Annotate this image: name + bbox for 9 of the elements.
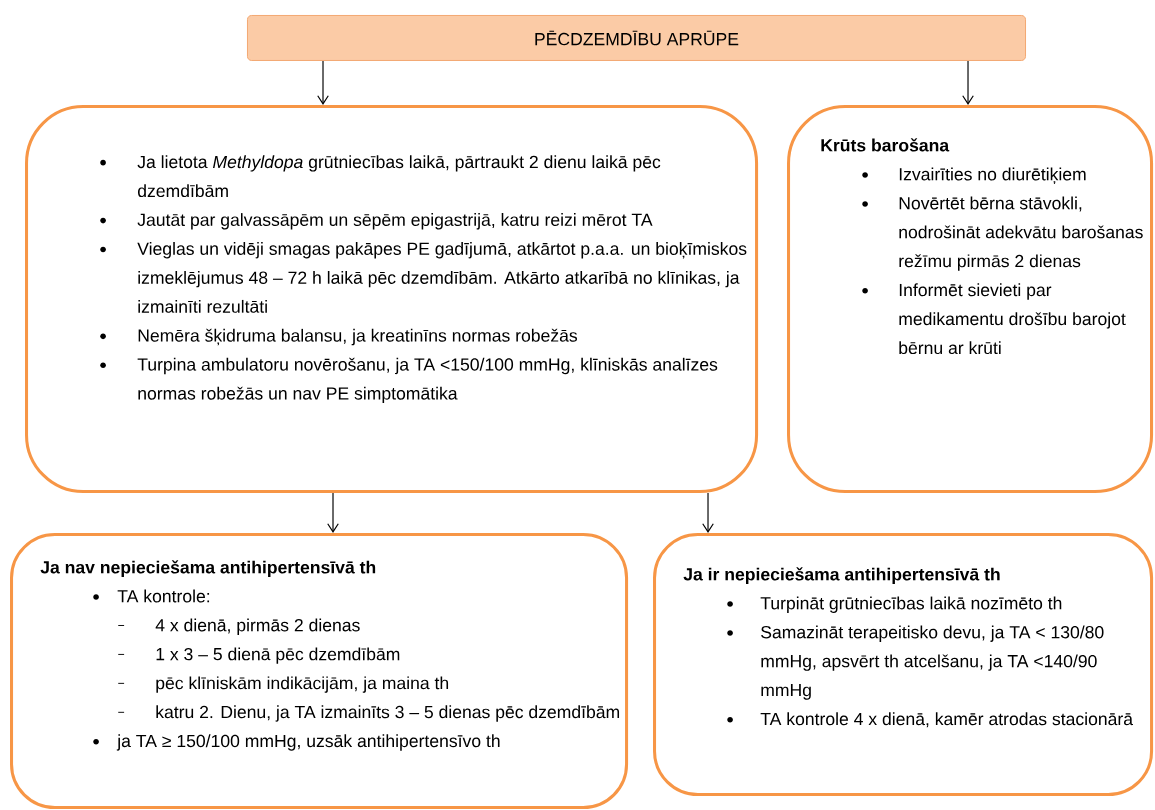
title-box: PĒCDZEMDĪBU APRŪPE	[247, 15, 1026, 61]
arrow	[317, 60, 329, 105]
arrow	[962, 60, 974, 105]
arrow	[327, 492, 339, 533]
process-box: Ja ir nepieciešama antihipertensīvā th Turpināt grūtniecības laikā nozīmēto th Samazināt terapeitisko devu, ja TA < 130/80 mmHg, apsvērt th atcelšanu, ja TA <140/90 mmHg TA kontrole 4 x dienā, kamēr atrodas stacionārā	[653, 533, 1154, 797]
process-box: Ja nav nepieciešama antihipertensīvā th TA kontrole: 4 x dienā, pirmās 2 dienas 1 x 3 – 5 dienā pēc dzemdībām pēc klīniskām indikācijām, ja maina th katru 2. Dienu, ja TA izmainīts 3 – 5 dienas pēc dzemdībām ja TA ≥ 150/100 mmHg, uzsāk antihipertensīvo th	[10, 533, 629, 810]
arrow	[702, 492, 714, 533]
process-box: Ja lietota Methyldopa grūtniecības laikā, pārtraukt 2 dienu laikā pēc dzemdībām Jautāt par galvassāpēm un sēpēm epigastrijā, katru reizi mērot TA Vieglas un vidēji smagas pakāpes PE gadījumā, atkārtot p.a.a. un bioķīmiskos izmeklējumus 48 – 72 h laikā pēc dzemdībām. Atkārto atkarībā no klīnikas, ja izmainīti rezultāti Nemēra šķidruma balansu, ja kreatinīns normas robežās Turpina ambulatoru novērošanu, ja TA <150/100 mmHg, klīniskās analīzes normas robežās un nav PE simptomātika	[25, 105, 759, 494]
process-box: Krūts barošana Izvairīties no diurētiķiem Novērtēt bērna stāvokli, nodrošināt adekvātu barošanas režīmu pirmās 2 dienas Informēt sievieti par medikamentu drošību barojot bērnu ar krūti	[787, 105, 1154, 494]
